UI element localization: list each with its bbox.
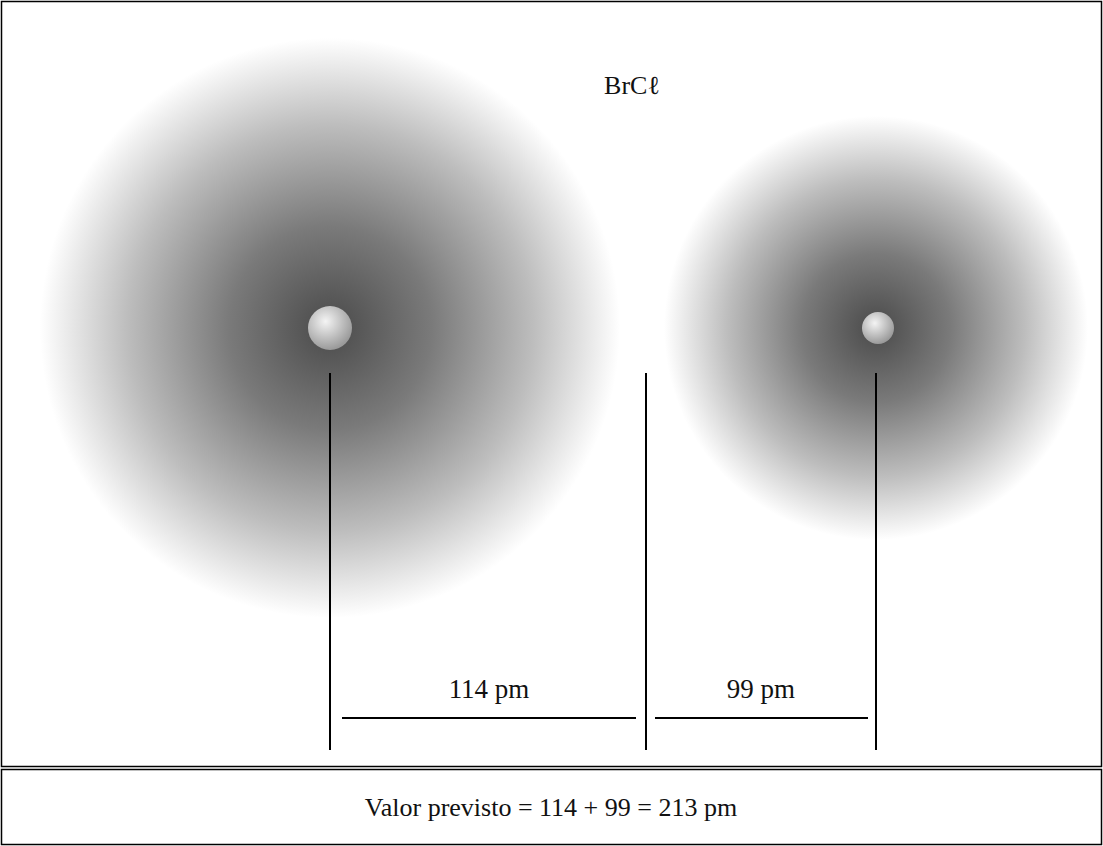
- cl-nucleus: [862, 312, 894, 344]
- vertical-line: [645, 373, 647, 750]
- frame-bottom: [2, 770, 1102, 845]
- dimension-lines: [330, 373, 876, 750]
- molecule-formula: BrCℓ: [604, 72, 660, 101]
- caption-text: Valor previsto = 114 + 99 = 213 pm: [365, 794, 737, 823]
- frame-top: [2, 2, 1102, 767]
- vertical-line: [875, 373, 877, 750]
- br-nucleus: [308, 306, 352, 350]
- dimension-line: [655, 717, 868, 719]
- dimension-line: [342, 717, 636, 719]
- dimension-label: 114 pm: [449, 675, 530, 705]
- dimension-label: 99 pm: [727, 675, 795, 705]
- vertical-line: [329, 373, 331, 750]
